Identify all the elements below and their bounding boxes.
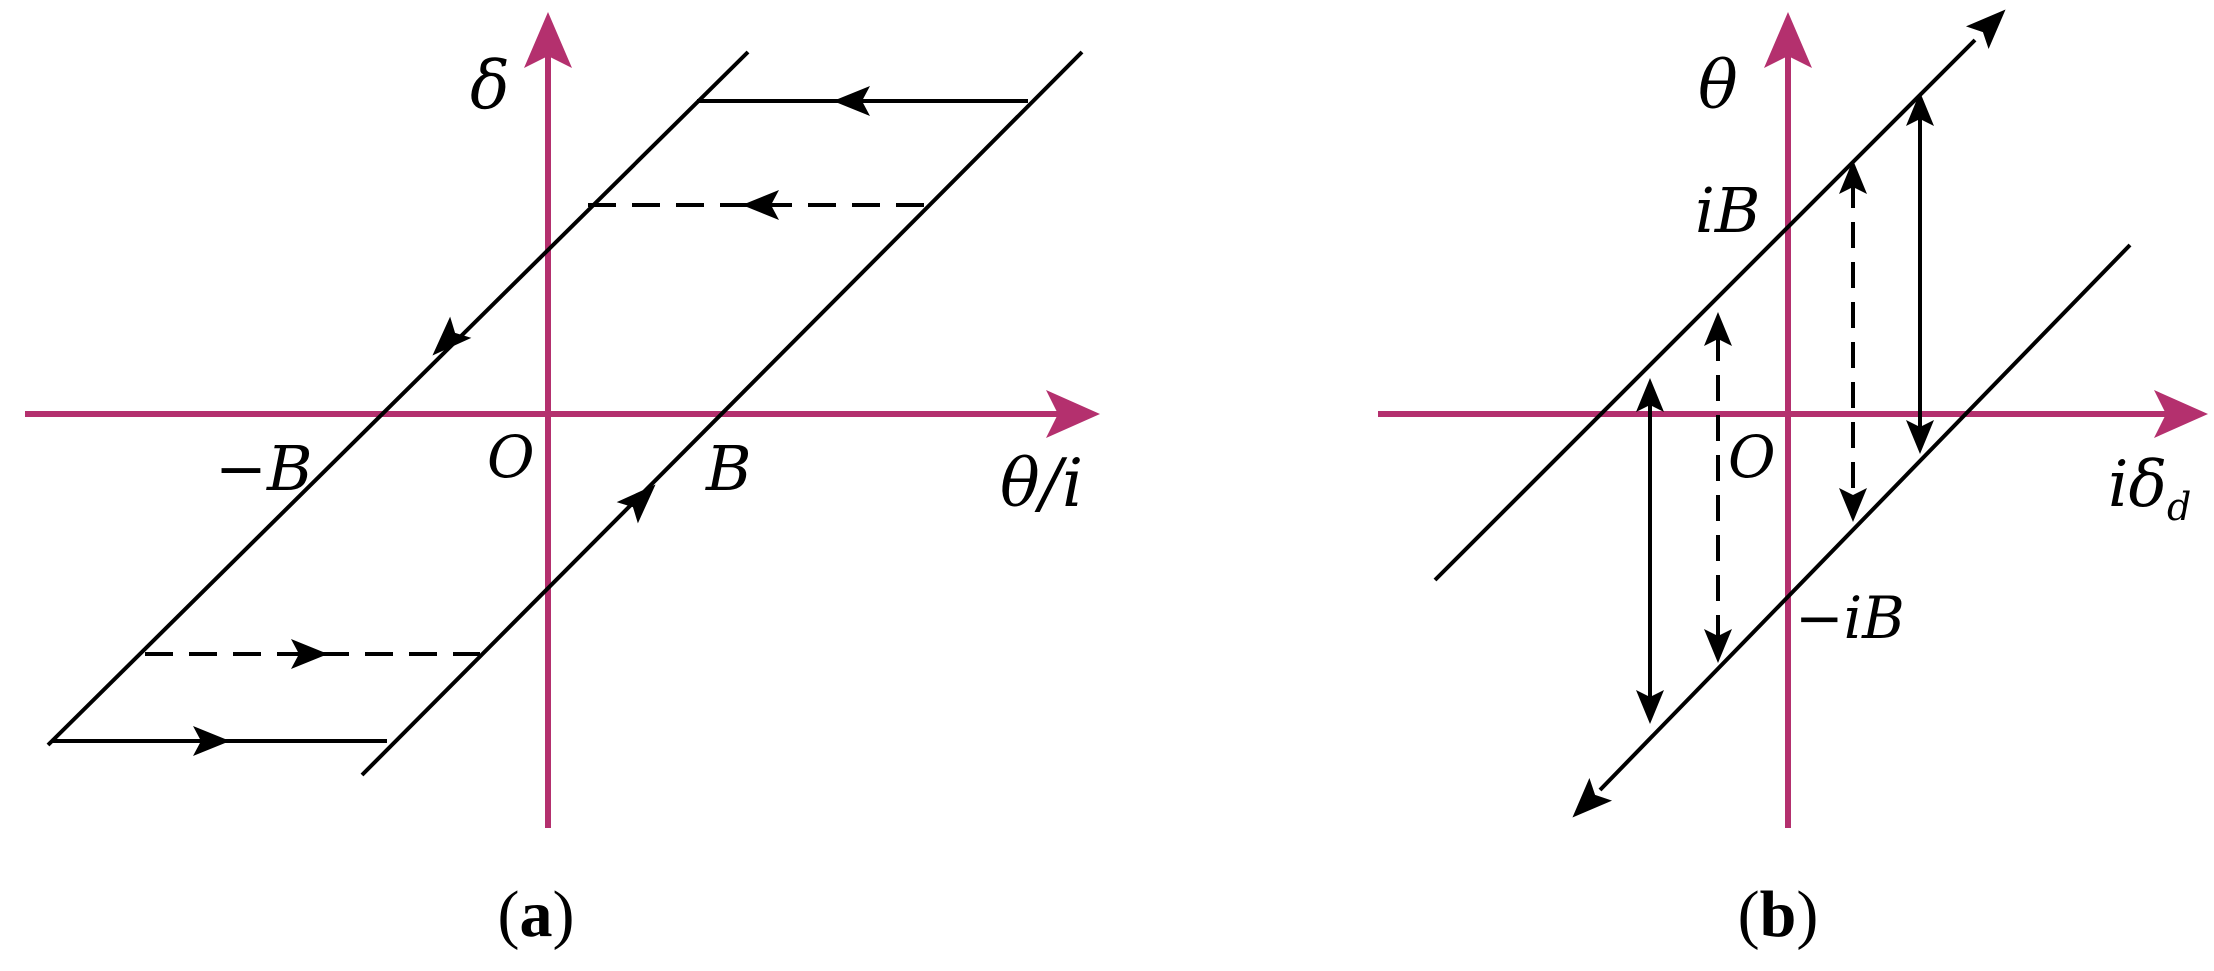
panel-a: δ θ/i O B −B (a) bbox=[25, 12, 1100, 951]
panel-b-dashed-right-arrow-up bbox=[1839, 160, 1867, 194]
panel-b-solid-right-arrow-down bbox=[1906, 420, 1934, 454]
panel-a-caption: (a) bbox=[498, 878, 575, 951]
panel-b-caption: (b) bbox=[1738, 878, 1819, 951]
panel-a-y-axis-label: δ bbox=[470, 47, 510, 124]
panel-b-upper-end-arrow bbox=[1965, 9, 2006, 50]
panel-b-dashed-right-arrow-down bbox=[1839, 488, 1867, 522]
panel-b: θ iB O −iB iδd (b) bbox=[1378, 9, 2208, 951]
panel-a-arrow-up-right bbox=[616, 484, 656, 524]
panel-b-upper-diagonal bbox=[1433, 38, 1977, 582]
panel-b-x-axis-label: iδd bbox=[2108, 448, 2191, 529]
panel-a-axes bbox=[25, 12, 1100, 828]
panel-a-arrow-dashed-left bbox=[742, 190, 779, 220]
panel-b-solid-right-arrow-up bbox=[1906, 92, 1934, 126]
panel-a-arrow-down-left bbox=[432, 316, 472, 356]
panel-b-neg-tick-label: −iB bbox=[1795, 584, 1905, 652]
panel-a-lower-diagonal bbox=[360, 50, 1084, 777]
panel-b-solid-left-arrow-up bbox=[1636, 378, 1664, 412]
panel-a-loop bbox=[46, 50, 1084, 777]
panel-a-neg-tick-label: −B bbox=[215, 432, 313, 505]
panel-a-origin-label: O bbox=[487, 423, 535, 491]
panel-a-upper-diagonal bbox=[46, 50, 750, 747]
panel-b-y-axis-arrowhead bbox=[1764, 12, 1812, 68]
panel-b-dashed-left-arrow-up bbox=[1704, 312, 1732, 346]
panel-a-x-axis-label: θ/i bbox=[1000, 445, 1083, 522]
panel-a-arrow-bottom-right bbox=[193, 726, 230, 756]
panel-b-lower-diagonal bbox=[1598, 243, 2132, 792]
panel-b-pos-tick-label: iB bbox=[1695, 174, 1760, 247]
panel-a-pos-tick-label: B bbox=[705, 432, 752, 505]
panel-a-y-axis-arrowhead bbox=[524, 12, 572, 68]
panel-b-axes bbox=[1378, 12, 2208, 828]
panel-a-arrow-top-left bbox=[833, 86, 870, 116]
panel-b-diagonal-ends bbox=[1572, 9, 2006, 818]
panel-b-diagonals bbox=[1433, 38, 2132, 792]
panel-b-dashed-left-arrow-down bbox=[1704, 629, 1732, 663]
panel-b-solid-left-arrow-down bbox=[1636, 690, 1664, 724]
panel-a-flow-arrows bbox=[193, 86, 870, 756]
panel-b-transitions bbox=[1648, 115, 1922, 700]
panel-b-x-axis-arrowhead bbox=[2154, 390, 2208, 438]
panel-b-transition-arrowheads bbox=[1636, 92, 1934, 724]
panel-b-y-axis-label: θ bbox=[1698, 47, 1738, 124]
panel-b-origin-label: O bbox=[1728, 423, 1776, 491]
panel-b-lower-end-arrow bbox=[1572, 777, 1613, 818]
panel-a-x-axis-arrowhead bbox=[1046, 390, 1100, 438]
panel-a-arrow-dashed-right bbox=[291, 639, 328, 669]
